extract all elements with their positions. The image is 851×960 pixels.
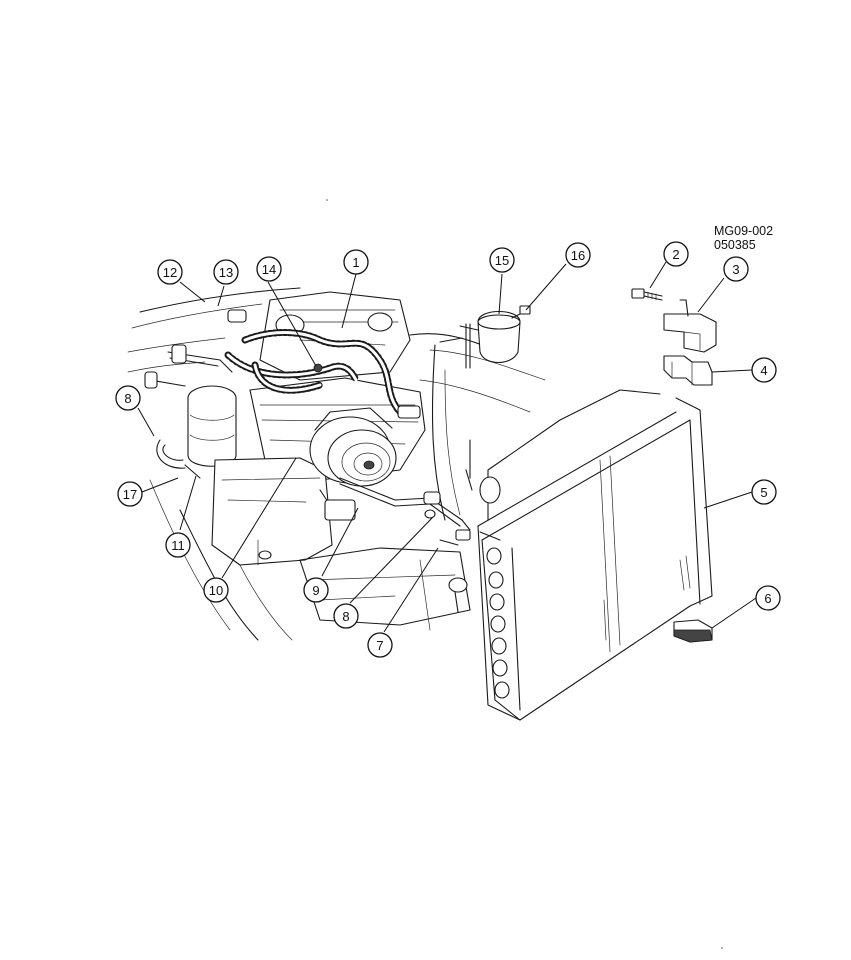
bolt-drawing — [631, 288, 663, 301]
callout-10-label: 10 — [209, 583, 223, 598]
insulator-bracket-lower-drawing — [663, 355, 713, 386]
insulator-bracket-upper-drawing — [663, 299, 717, 353]
callout-3: 3 — [723, 256, 749, 282]
callout-8-lower: 8 — [333, 603, 359, 629]
callout-9: 9 — [303, 577, 329, 603]
drawing-reference-date: 050385 — [714, 238, 756, 252]
callout-9-label: 9 — [312, 583, 319, 598]
callout-5-label: 5 — [760, 485, 767, 500]
callout-3-label: 3 — [732, 262, 739, 277]
callout-8-lower-label: 8 — [342, 609, 349, 624]
callout-16-label: 16 — [571, 248, 585, 263]
leader-lines — [137, 261, 757, 633]
callout-2: 2 — [663, 241, 689, 267]
condenser-drawing — [439, 389, 713, 721]
callout-15-label: 15 — [495, 253, 509, 268]
callout-4: 4 — [751, 357, 777, 383]
callout-8-upper-label: 8 — [124, 391, 131, 406]
condenser-tube-ends — [486, 547, 510, 699]
callout-13-label: 13 — [219, 265, 233, 280]
callout-12-label: 12 — [163, 265, 177, 280]
callout-6: 6 — [755, 585, 781, 611]
callout-16: 16 — [565, 242, 591, 268]
callout-12: 12 — [157, 259, 183, 285]
callout-17-label: 17 — [123, 487, 137, 502]
scan-speck — [326, 199, 328, 201]
callout-7: 7 — [367, 632, 393, 658]
callout-14-label: 14 — [262, 262, 276, 277]
engine-block-drawing — [127, 287, 546, 641]
callout-8-upper: 8 — [115, 385, 141, 411]
callout-11: 11 — [165, 532, 191, 558]
compressor-drawing — [309, 407, 397, 521]
callout-1-label: 1 — [352, 255, 359, 270]
callout-10: 10 — [203, 577, 229, 603]
callout-7-label: 7 — [376, 638, 383, 653]
callout-1: 1 — [343, 249, 369, 275]
callout-4-label: 4 — [760, 363, 767, 378]
callout-11-label: 11 — [171, 538, 185, 553]
callout-14: 14 — [256, 256, 282, 282]
callout-2-label: 2 — [672, 247, 679, 262]
callout-13: 13 — [213, 259, 239, 285]
lower-insulator-pad-drawing — [673, 619, 713, 643]
callout-6-label: 6 — [764, 591, 771, 606]
drawing-reference-code: MG09-002 — [714, 224, 774, 238]
callout-5: 5 — [751, 479, 777, 505]
callout-15: 15 — [489, 247, 515, 273]
scan-speck — [721, 947, 723, 949]
expansion-tank-drawing — [439, 305, 531, 369]
callout-17: 17 — [117, 481, 143, 507]
